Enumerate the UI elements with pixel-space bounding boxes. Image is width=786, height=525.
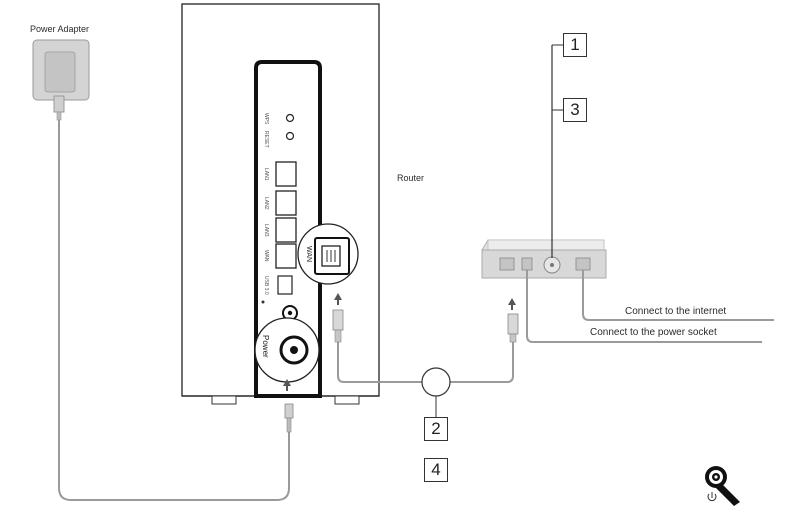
router (181, 3, 380, 405)
power-adapter (32, 39, 90, 121)
reset-port-label: RESET (263, 131, 269, 148)
step-1-box: 1 (563, 33, 587, 57)
cable-marker (421, 367, 451, 397)
power-zoom-callout (254, 317, 320, 383)
power-plug (284, 403, 294, 433)
power-zoom-label: Power (261, 335, 270, 358)
ethernet-plug-modem (507, 313, 519, 343)
adapter-cable (58, 120, 290, 501)
connect-internet-label: Connect to the internet (625, 306, 727, 317)
usb-port-label: USB 3.0 (263, 276, 269, 295)
power-socket-cable (526, 270, 762, 343)
wan-port-label: WAN (263, 250, 269, 262)
router-label: Router (397, 173, 425, 183)
modem (481, 239, 607, 279)
power-button-icon (705, 466, 740, 506)
ethernet-plug-router (332, 309, 344, 343)
plug-arrows (283, 293, 516, 391)
wps-port-label: WPS (263, 113, 269, 125)
step-3-box: 3 (563, 98, 587, 122)
internet-cable (582, 270, 774, 321)
step-2-box: 2 (424, 417, 448, 441)
wan-zoom-callout (297, 223, 359, 285)
connect-power-socket-label: Connect to the power socket (590, 327, 717, 338)
lan3-port-label: LAN3 (263, 224, 269, 237)
lan2-port-label: LAN2 (263, 197, 269, 210)
step-4-box: 4 (424, 458, 448, 482)
lan1-port-label: LAN1 (263, 168, 269, 181)
wan-zoom-label: WAN (305, 246, 312, 263)
power-adapter-label: Power Adapter (30, 24, 90, 34)
